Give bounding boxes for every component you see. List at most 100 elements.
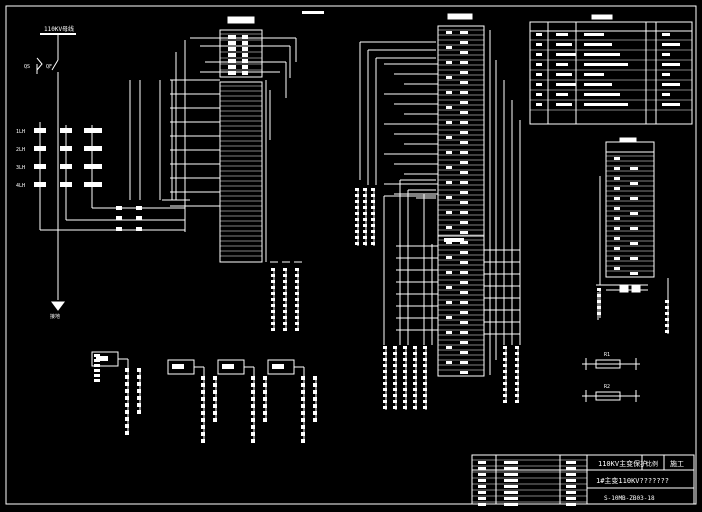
equipment-table-rows <box>530 33 692 111</box>
right-terminal-rows <box>597 155 669 334</box>
terminal-header-mark <box>96 356 108 361</box>
strip-terminal <box>597 294 601 297</box>
equipment-table <box>529 14 693 125</box>
right-row-mark <box>614 267 620 270</box>
ct-label-3: 3LH <box>16 165 25 171</box>
center-row-mark <box>446 226 452 229</box>
strip-terminal <box>363 236 367 239</box>
strip-terminal <box>355 188 359 191</box>
title-row-mark <box>478 491 486 494</box>
center-row-mark <box>460 231 468 234</box>
center-row-mark <box>460 51 468 54</box>
center-terminal-rows <box>438 29 484 374</box>
strip-terminal <box>423 376 427 379</box>
strip-terminal <box>413 376 417 379</box>
table-cell-mark <box>584 53 620 56</box>
strip-terminal <box>423 364 427 367</box>
strip-terminal <box>393 358 397 361</box>
strip-terminal <box>201 404 205 408</box>
table-cell-mark <box>556 93 568 96</box>
strip-terminal <box>251 397 255 401</box>
title-block-rows <box>472 459 587 506</box>
right-row-mark <box>630 257 638 260</box>
table-cell-mark <box>536 103 542 106</box>
strip-terminal <box>125 417 129 421</box>
strip-terminal <box>665 306 669 309</box>
ct-block <box>84 146 96 151</box>
strip-terminal <box>383 406 387 409</box>
table-cell-mark <box>662 103 680 106</box>
ground-label: 接地 <box>50 313 60 320</box>
strip-terminal <box>403 370 407 373</box>
strip-terminal <box>295 304 299 307</box>
strip-terminal <box>313 397 317 401</box>
center-feed-lines <box>384 63 520 335</box>
strip-terminal <box>137 410 141 414</box>
drawing-name: 110KV主变保护 <box>598 459 647 468</box>
strip-terminal <box>393 394 397 397</box>
table-cell-mark <box>536 83 542 86</box>
right-row-mark <box>614 237 620 240</box>
relay-row-mark <box>228 35 236 39</box>
strip-terminal <box>295 322 299 325</box>
center-row-mark <box>446 181 452 184</box>
strip-terminal <box>201 432 205 436</box>
strip-terminal <box>403 364 407 367</box>
strip-terminal <box>125 375 129 379</box>
strip-terminal <box>213 397 217 401</box>
strip-terminal <box>271 322 275 325</box>
strip-terminal <box>355 194 359 197</box>
bus-label: 110KV母线 <box>44 25 74 33</box>
strip-terminal <box>503 394 507 397</box>
table-cell-mark <box>536 33 542 36</box>
center-row-mark <box>460 291 468 294</box>
strip-terminal <box>403 376 407 379</box>
center-row-mark <box>460 251 468 254</box>
ct-contact <box>136 206 142 210</box>
strip-terminal <box>125 389 129 393</box>
strip-terminal <box>201 425 205 429</box>
center-row-mark <box>444 238 464 242</box>
strip-terminal <box>283 304 287 307</box>
strip-terminal <box>313 376 317 380</box>
strip-terminal <box>503 388 507 391</box>
strip-terminal <box>251 383 255 387</box>
switch-label-left: QS <box>24 64 30 70</box>
strip-terminal <box>251 411 255 415</box>
center-row-mark <box>446 256 452 259</box>
strip-terminal <box>283 286 287 289</box>
strip-terminal <box>213 376 217 380</box>
center-row-mark <box>460 151 468 154</box>
center-row-mark <box>446 61 452 64</box>
strip-terminal <box>313 411 317 415</box>
strip-terminal <box>301 425 305 429</box>
center-row-mark <box>460 321 468 324</box>
terminal-header-mark <box>94 364 100 367</box>
strip-terminal <box>371 224 375 227</box>
ct-block <box>60 164 72 169</box>
center-row-mark <box>460 311 468 314</box>
switch-label-right: QF <box>46 64 52 70</box>
title-row-mark <box>504 479 518 482</box>
strip-terminal <box>283 280 287 283</box>
strip-terminal <box>371 188 375 191</box>
strip-terminal <box>371 236 375 239</box>
ct-block <box>60 128 72 133</box>
strip-terminal <box>355 236 359 239</box>
strip-terminal <box>371 194 375 197</box>
center-row-mark <box>446 166 452 169</box>
strip-terminal <box>503 370 507 373</box>
strip-terminal <box>125 424 129 428</box>
ct-contact <box>116 227 122 231</box>
ct-block <box>84 164 96 169</box>
strip-terminal <box>125 396 129 400</box>
title-row-mark <box>504 503 518 506</box>
strip-terminal <box>515 376 519 379</box>
strip-terminal <box>295 316 299 319</box>
strip-terminal <box>263 411 267 415</box>
drawing-number: S-10MB-ZB03-18 <box>604 495 655 502</box>
strip-terminal <box>271 316 275 319</box>
strip-terminal <box>423 394 427 397</box>
title-row-mark <box>566 497 576 500</box>
title-cell-a: 比例 <box>646 460 658 468</box>
